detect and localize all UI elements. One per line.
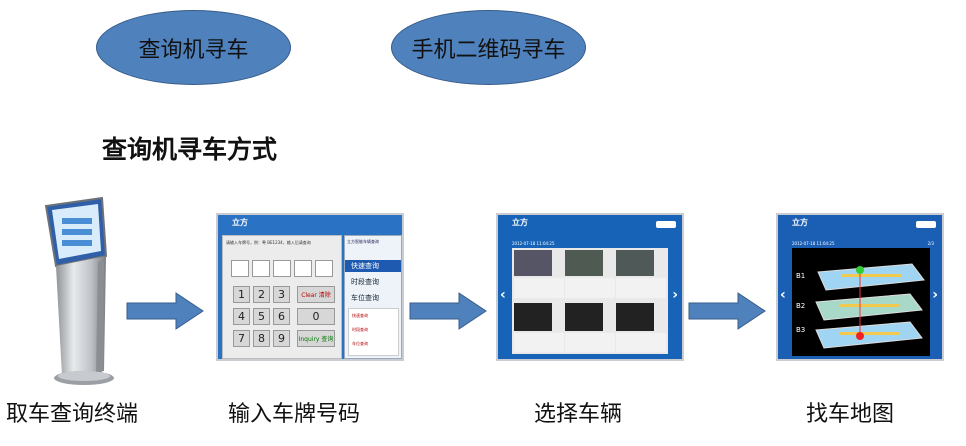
screen2-left-panel: 请输入车牌号，例：粤 BE1234，输入后请查询 1 2 3 4 5 6 7 8… <box>222 235 342 359</box>
screen3-date: 2012-07-18 11:04:25 <box>512 241 555 246</box>
vehicle-select-screen: 立方 2012-07-18 11:04:25 ‹ › <box>496 213 684 361</box>
note-3: 车位查询 <box>352 341 368 346</box>
inquiry-button[interactable]: Inquiry 查询 <box>297 330 335 347</box>
vehicle-grid <box>512 248 668 354</box>
key-0[interactable]: 0 <box>297 308 335 325</box>
vehicle-info <box>565 278 615 298</box>
map-page-indicator: 2/3 <box>927 241 934 246</box>
screen3-close-buttons[interactable] <box>656 221 676 228</box>
screen2-logo: 立方 <box>232 218 248 227</box>
menu-space-search[interactable]: 车位查询 <box>351 294 379 302</box>
vehicle-info <box>514 333 564 352</box>
key-6[interactable]: 6 <box>273 308 290 325</box>
notes-box: 快速查询 时段查询 车位查询 <box>348 308 399 356</box>
floor-label-b3: B3 <box>796 326 806 334</box>
ellipse-qr-search: 手机二维码寻车 <box>391 10 586 85</box>
caption-select-vehicle: 选择车辆 <box>534 402 623 427</box>
plate-prompt: 请输入车牌号，例：粤 BE1234，输入后请查询 <box>226 240 311 245</box>
screen4-date: 2012-07-18 11:04:25 <box>792 241 835 246</box>
key-3[interactable]: 3 <box>273 286 290 303</box>
plate-box[interactable] <box>294 260 312 277</box>
vehicle-photo-empty[interactable] <box>616 303 654 331</box>
arrow-2 <box>409 292 487 330</box>
screen4-close-buttons[interactable] <box>916 221 936 228</box>
plate-box[interactable] <box>231 260 249 277</box>
key-9[interactable]: 9 <box>273 330 290 347</box>
plate-input-screen: 立方 请输入车牌号，例：粤 BE1234，输入后请查询 1 2 3 4 5 6 … <box>216 213 404 361</box>
map-next-arrow[interactable]: › <box>932 287 938 303</box>
menu-time-search[interactable]: 时段查询 <box>351 278 379 286</box>
vehicle-photo[interactable] <box>514 250 552 276</box>
clear-button[interactable]: Clear 清除 <box>297 286 335 303</box>
plate-box[interactable] <box>273 260 291 277</box>
map-area: B1 B2 B3 <box>792 248 930 356</box>
parking-map-screen: 立方 2012-07-18 11:04:25 2/3 ‹ › B1 B2 B3 <box>776 213 944 361</box>
arrow-3 <box>688 292 766 330</box>
floor-label-b1: B1 <box>796 272 806 280</box>
vehicle-photo[interactable] <box>565 250 603 276</box>
note-2: 时段查询 <box>352 327 368 332</box>
screen4-logo: 立方 <box>792 218 808 227</box>
panel-title: 立方智能车辆查询 <box>347 239 379 244</box>
section-heading: 查询机寻车方式 <box>102 135 278 164</box>
arrow-1 <box>126 292 204 330</box>
vehicle-photo[interactable] <box>616 250 654 276</box>
vehicle-info <box>565 333 615 352</box>
plate-box[interactable] <box>315 260 333 277</box>
menu-quick-search[interactable]: 快速查询 <box>345 260 401 272</box>
next-page-arrow[interactable]: › <box>672 287 678 303</box>
key-2[interactable]: 2 <box>253 286 270 303</box>
floor-plan-image <box>815 263 925 349</box>
plate-box[interactable] <box>252 260 270 277</box>
screen3-logo: 立方 <box>512 218 528 227</box>
key-1[interactable]: 1 <box>233 286 250 303</box>
screen2-right-panel: 立方智能车辆查询 快速查询 时段查询 车位查询 快速查询 时段查询 车位查询 <box>344 235 402 359</box>
caption-kiosk: 取车查询终端 <box>6 402 139 427</box>
ellipse-qr-search-label: 手机二维码寻车 <box>411 37 566 63</box>
kiosk-terminal-image <box>44 196 114 385</box>
floor-label-b2: B2 <box>796 302 806 310</box>
key-7[interactable]: 7 <box>233 330 250 347</box>
prev-page-arrow[interactable]: ‹ <box>500 287 506 303</box>
ellipse-kiosk-search: 查询机寻车 <box>96 10 291 85</box>
key-5[interactable]: 5 <box>253 308 270 325</box>
vehicle-photo-empty[interactable] <box>565 303 603 331</box>
vehicle-info <box>616 333 666 352</box>
vehicle-info <box>514 278 564 298</box>
caption-input-plate: 输入车牌号码 <box>228 402 361 427</box>
note-1: 快速查询 <box>352 313 368 318</box>
map-prev-arrow[interactable]: ‹ <box>780 287 786 303</box>
ellipse-kiosk-search-label: 查询机寻车 <box>138 37 249 63</box>
vehicle-info <box>616 278 666 298</box>
caption-find-map: 找车地图 <box>806 402 895 427</box>
key-4[interactable]: 4 <box>233 308 250 325</box>
key-8[interactable]: 8 <box>253 330 270 347</box>
vehicle-photo-empty[interactable] <box>514 303 552 331</box>
